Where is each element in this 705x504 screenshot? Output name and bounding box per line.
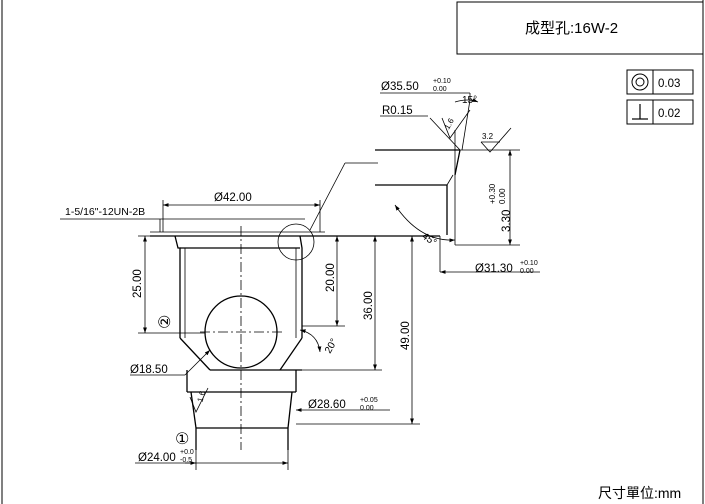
svg-text:1.6: 1.6 [196, 389, 208, 403]
svg-text:3.30: 3.30 [501, 210, 513, 232]
angle-15: 15° [462, 95, 477, 106]
port-2-label: ② [157, 315, 174, 329]
svg-text:-0.5: -0.5 [180, 457, 192, 464]
dim-r0-15: R0.15 [380, 105, 428, 117]
dim-25-00: 25.00 [132, 235, 205, 334]
svg-text:Ø28.60: Ø28.60 [308, 399, 346, 411]
svg-text:0.00: 0.00 [360, 405, 374, 412]
thread-callout: 1-5/16"-12UN-2B [60, 206, 305, 232]
svg-text:3.2: 3.2 [482, 132, 494, 141]
angle-20-arc [299, 329, 322, 353]
svg-text:+0.0: +0.0 [180, 449, 194, 456]
svg-text:Ø18.50: Ø18.50 [130, 364, 168, 376]
roughness-icon: 3.2 [480, 127, 512, 153]
tolerance-perpendicularity: 0.02 [626, 99, 694, 125]
dim-d18-50: Ø18.50 [130, 349, 211, 376]
svg-text:Ø24.00: Ø24.00 [138, 452, 176, 464]
dim-d31-30: Ø31.30 +0.10 0.00 [439, 236, 540, 275]
dim-d35-50: Ø35.50 +0.10 0.00 [380, 78, 471, 100]
dim-20-00: 20.00 [302, 236, 345, 327]
svg-text:20.00: 20.00 [325, 263, 337, 292]
dim-d42-00: Ø42.00 [162, 192, 321, 232]
cavity-outline [150, 231, 440, 450]
concentricity-value: 0.03 [658, 78, 680, 90]
svg-text:1.6: 1.6 [443, 116, 457, 131]
detail-circle [277, 223, 315, 261]
dim-49-00: 49.00 [296, 236, 420, 425]
dim-36-00: 36.00 [302, 236, 382, 371]
dim-d28-60: Ø28.60 +0.05 0.00 [296, 397, 390, 412]
svg-text:R0.15: R0.15 [382, 105, 413, 117]
svg-text:+0.10: +0.10 [520, 260, 538, 267]
detail-view [375, 99, 471, 245]
perpendicularity-value: 0.02 [658, 108, 680, 120]
svg-text:36.00: 36.00 [363, 291, 375, 320]
title-box [456, 1, 704, 55]
svg-text:+0.30: +0.30 [488, 183, 497, 204]
svg-text:Ø31.30: Ø31.30 [475, 263, 513, 275]
svg-text:Ø42.00: Ø42.00 [214, 192, 252, 204]
svg-text:1-5/16"-12UN-2B: 1-5/16"-12UN-2B [65, 206, 145, 218]
svg-text:0.00: 0.00 [498, 188, 507, 204]
svg-text:25.00: 25.00 [132, 269, 144, 298]
concentricity-icon [631, 73, 649, 91]
svg-text:+0.10: +0.10 [433, 78, 451, 85]
angle-20: 20° [323, 337, 340, 356]
dim-3-30: +0.30 0.00 3.30 [455, 149, 520, 246]
svg-text:0.00: 0.00 [433, 86, 447, 93]
units-label: 尺寸單位:mm [598, 485, 681, 501]
port-1-label: ① [175, 431, 189, 448]
roughness-icon: 1.6 [189, 387, 209, 413]
perpendicularity-icon [632, 104, 648, 120]
svg-text:+0.05: +0.05 [360, 397, 378, 404]
angle-45-arc [394, 204, 456, 243]
angle-45: 45° [420, 231, 439, 249]
dim-d24-00: Ø24.00 +0.0 -0.5 [135, 449, 289, 470]
title-text: 成型孔:16W-2 [525, 20, 618, 37]
svg-text:Ø35.50: Ø35.50 [381, 81, 419, 93]
svg-text:0.00: 0.00 [520, 268, 534, 275]
svg-text:49.00: 49.00 [400, 321, 412, 350]
tolerance-concentricity: 0.03 [626, 69, 694, 95]
detail-leader [309, 162, 346, 231]
